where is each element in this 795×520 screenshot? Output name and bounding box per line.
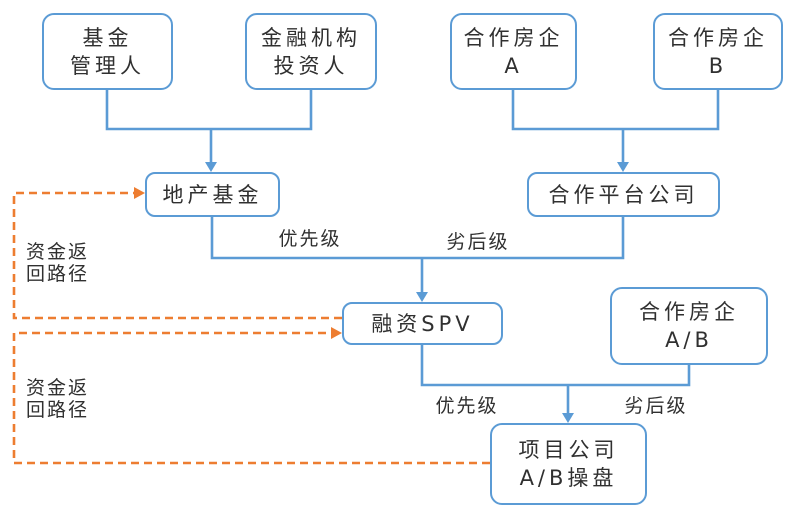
connector-investors-to-fund (105, 90, 313, 172)
arrow-down-icon (562, 413, 574, 423)
return-path-spv-to-fund (12, 187, 342, 320)
label-senior-tranche-1: 优先级 (278, 228, 342, 250)
box-platform-company: 合作平台公司 (527, 172, 720, 217)
connector-developers-to-platform (511, 90, 720, 172)
arrow-down-icon (205, 162, 217, 172)
box-project-company: 项目公司 A/B操盘 (490, 423, 647, 505)
connector-fund-platform-to-spv (210, 217, 625, 302)
label-fund-return-path-lower: 资金返 回路径 (26, 377, 90, 421)
box-partner-developer-b: 合作房企 B (653, 13, 783, 90)
box-partner-developer-ab: 合作房企 A/B (610, 287, 768, 365)
label-junior-tranche-1: 劣后级 (446, 231, 510, 253)
label-senior-tranche-2: 优先级 (435, 395, 499, 417)
box-financing-spv: 融资SPV (342, 302, 503, 345)
connector-spv-developers-to-project (420, 345, 691, 423)
box-institutional-investor: 金融机构 投资人 (245, 13, 377, 90)
box-real-estate-fund: 地产基金 (145, 172, 280, 217)
arrow-down-icon (416, 292, 428, 302)
box-fund-manager: 基金 管理人 (42, 13, 173, 90)
label-junior-tranche-2: 劣后级 (624, 395, 688, 417)
label-fund-return-path-upper: 资金返 回路径 (26, 241, 90, 285)
arrow-right-icon (331, 327, 342, 339)
arrow-right-icon (134, 187, 145, 199)
box-partner-developer-a: 合作房企 A (450, 13, 577, 90)
return-path-project-to-spv (12, 327, 490, 465)
arrow-down-icon (617, 162, 629, 172)
